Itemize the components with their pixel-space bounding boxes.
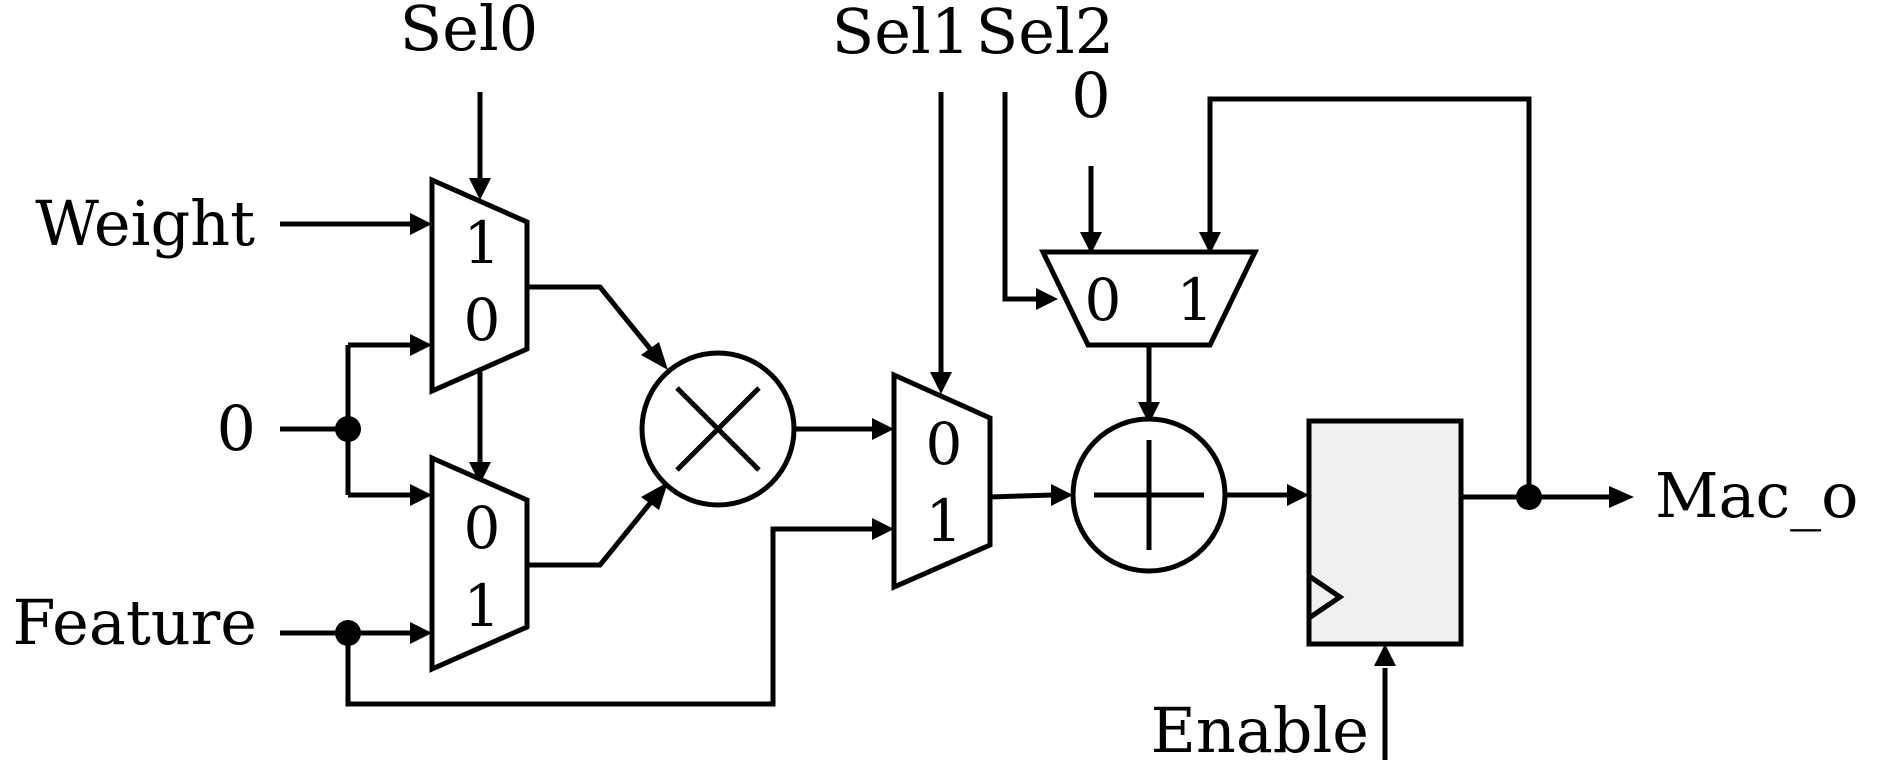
mux-a-port-bottom: 0 bbox=[464, 286, 501, 354]
arrowhead-sel2 bbox=[1036, 288, 1058, 310]
label-sel0: Sel0 bbox=[400, 0, 538, 65]
arrowhead-zero-a bbox=[410, 334, 432, 356]
mux-b-port-top: 0 bbox=[464, 494, 501, 562]
arrowhead-weight bbox=[410, 213, 432, 235]
arrowhead-bypass bbox=[872, 518, 894, 540]
arrowhead-output bbox=[1609, 486, 1634, 508]
arrowhead-sel0 bbox=[469, 178, 491, 200]
arrowhead-sel0-chain bbox=[469, 462, 491, 484]
junction-output bbox=[1516, 484, 1542, 510]
mux-c-shape bbox=[891, 371, 993, 591]
mux-c-port-top: 0 bbox=[926, 410, 963, 478]
label-output: Mac_o bbox=[1655, 459, 1859, 532]
mux-b-shape bbox=[429, 454, 530, 673]
arrowhead-zero-top bbox=[1080, 232, 1102, 254]
multiplier bbox=[639, 350, 797, 508]
wire-sel2 bbox=[1002, 92, 1040, 302]
adder-plus-icon bbox=[1094, 440, 1204, 550]
arrowhead-feature bbox=[410, 622, 432, 644]
register bbox=[1306, 418, 1464, 647]
clock-triangle-icon bbox=[1307, 573, 1345, 621]
mux-a-shape bbox=[429, 176, 530, 395]
label-weight: Weight bbox=[35, 187, 255, 260]
mux-c bbox=[891, 371, 993, 591]
label-feature: Feature bbox=[13, 586, 257, 659]
wire-mux-b-out bbox=[527, 494, 658, 568]
arrowhead-adder-left bbox=[1051, 484, 1073, 506]
labels: Sel0 Sel1 Sel2 0 Weight 0 Feature Enable… bbox=[13, 0, 1859, 767]
adder bbox=[1070, 416, 1228, 574]
wire-feature bbox=[280, 526, 875, 707]
mux-a-port-top: 1 bbox=[464, 209, 501, 277]
wire-mux-c-out bbox=[989, 492, 1054, 500]
wire-feedback bbox=[1207, 96, 1532, 497]
arrowhead-reg-in bbox=[1287, 484, 1309, 506]
label-sel2: Sel2 bbox=[976, 0, 1114, 68]
register-box bbox=[1306, 418, 1464, 647]
mux-d bbox=[1039, 249, 1259, 348]
label-zero-top: 0 bbox=[1071, 59, 1110, 132]
mux-a bbox=[429, 176, 530, 395]
mux-b bbox=[429, 454, 530, 673]
arrowhead-enable bbox=[1374, 644, 1396, 666]
multiplier-x-icon bbox=[675, 386, 761, 472]
junction-zero bbox=[335, 416, 361, 442]
arrowhead-sel1 bbox=[930, 372, 952, 394]
label-sel1: Sel1 bbox=[832, 0, 970, 68]
arrowhead-mult-out bbox=[872, 418, 894, 440]
arrowhead-zero-b bbox=[410, 484, 432, 506]
arrowhead-mult-bot bbox=[641, 482, 668, 510]
mux-c-port-bottom: 1 bbox=[926, 487, 963, 555]
mux-d-port-left: 0 bbox=[1085, 266, 1122, 334]
mux-b-port-bottom: 1 bbox=[464, 572, 501, 640]
mux-d-port-right: 1 bbox=[1177, 266, 1214, 334]
label-enable: Enable bbox=[1151, 694, 1369, 763]
arrowhead-feedback bbox=[1199, 232, 1221, 254]
mux-d-shape bbox=[1039, 249, 1259, 348]
wire-mux-a-out bbox=[527, 284, 658, 358]
label-zero-input: 0 bbox=[217, 392, 256, 465]
arrowhead-adder-top bbox=[1138, 402, 1160, 424]
arrowhead-mult-top bbox=[641, 342, 668, 370]
wires bbox=[280, 92, 1634, 760]
junction-feature bbox=[335, 620, 361, 646]
